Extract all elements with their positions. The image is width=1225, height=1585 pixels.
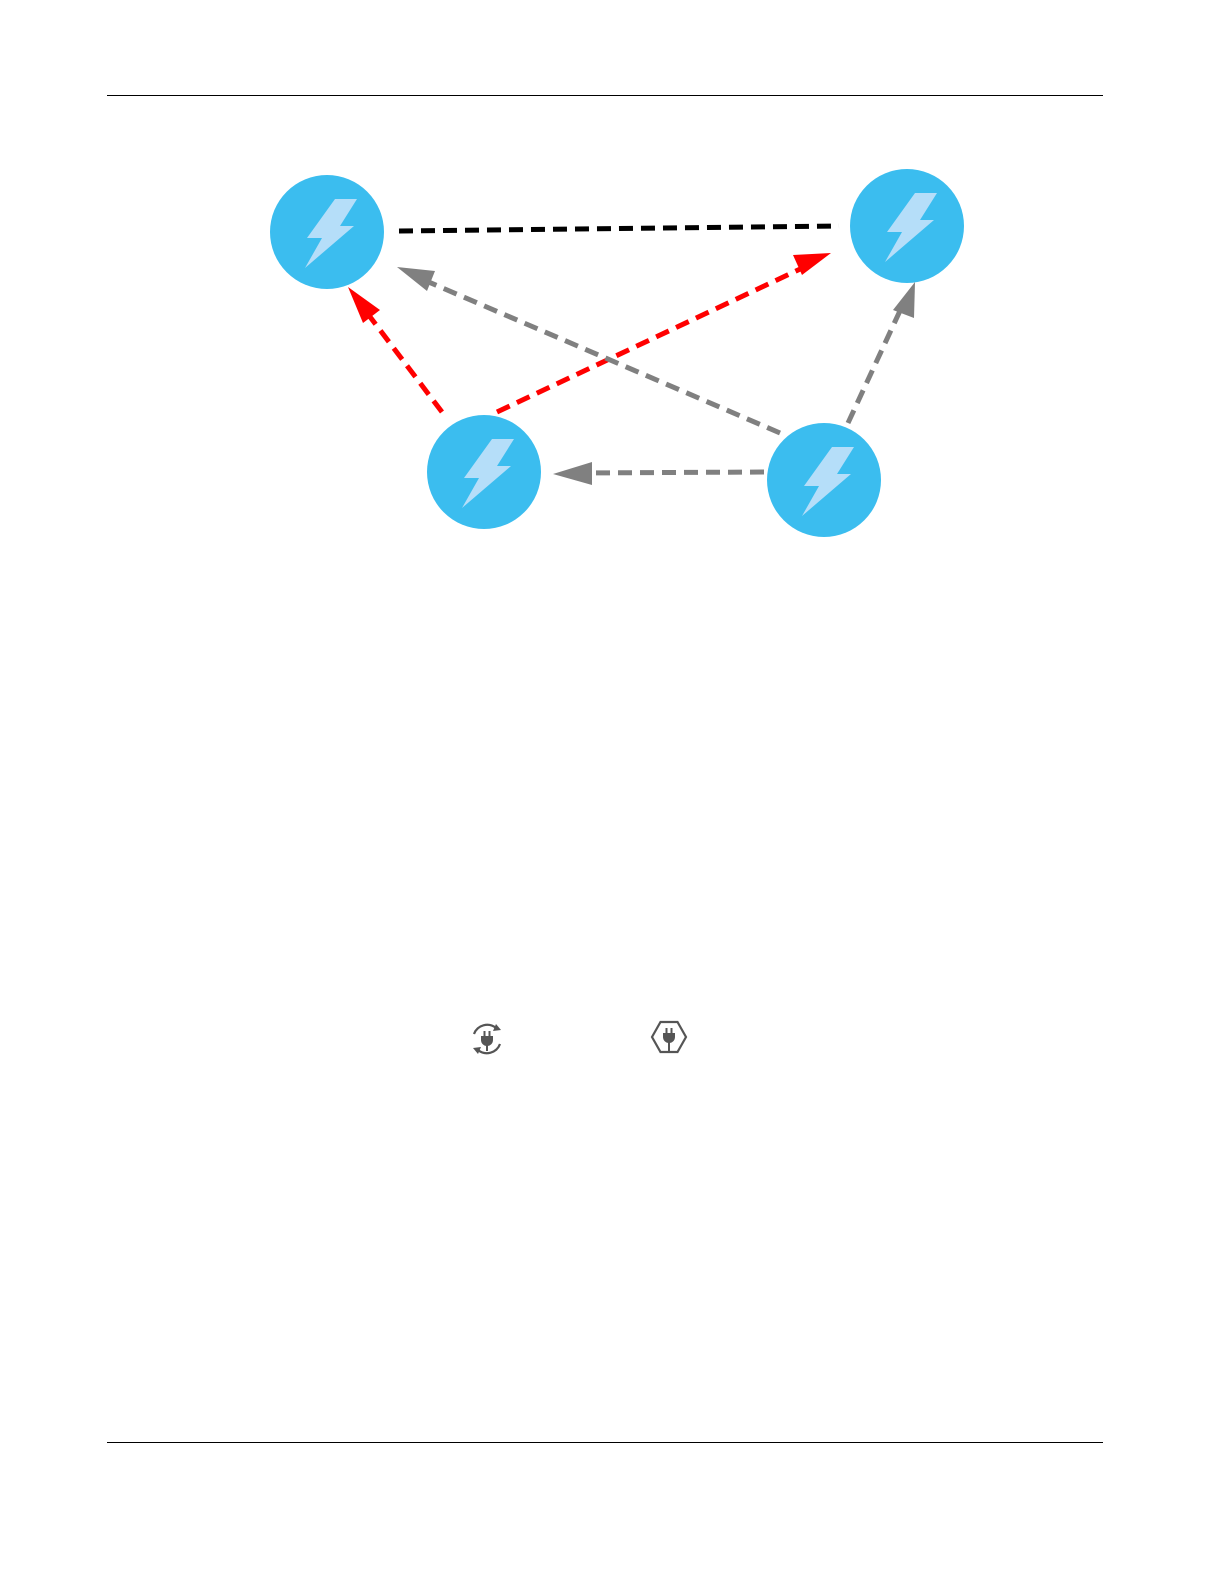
node-top-right	[850, 169, 964, 283]
edge-bottom-right-top-right	[848, 300, 905, 423]
node-bottom-right	[767, 423, 881, 537]
node-top-left	[270, 175, 384, 289]
node-bottom-left	[427, 415, 541, 529]
arrowhead-red-top-left	[348, 287, 380, 323]
arrowhead-gray-top-left	[397, 267, 435, 291]
edge-top-left-top-right	[399, 226, 839, 231]
edge-bottom-left-top-right	[497, 262, 815, 412]
edge-bottom-right-top-left	[417, 277, 780, 433]
arrowhead-gray-bottom-left	[553, 462, 592, 485]
footer-rule	[107, 1442, 1103, 1443]
plug-cycle-icon	[473, 1024, 501, 1054]
arrowhead-gray-top-right	[893, 282, 915, 318]
edge-bottom-right-bottom-left	[577, 472, 764, 473]
plug-hexagon-icon	[652, 1022, 686, 1052]
